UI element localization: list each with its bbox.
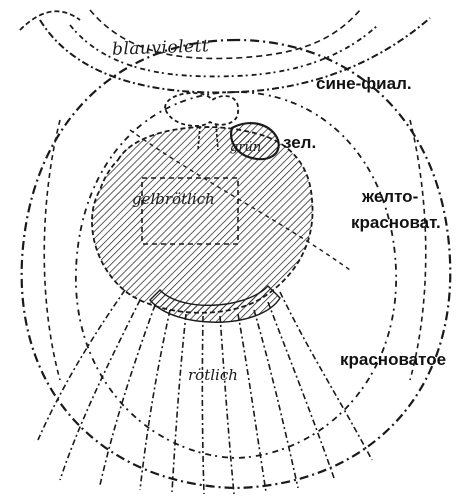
- sketch-label-green: grün: [230, 140, 261, 155]
- top-lobe: [165, 93, 238, 126]
- left-side-line: [44, 120, 60, 380]
- translation-yellow-reddish-line1: желто-: [362, 187, 418, 207]
- translation-yellow-reddish-line2: красноват.: [351, 213, 441, 233]
- sketch-label-blue-violet: blauviolett: [112, 36, 210, 59]
- translation-green: зел.: [283, 133, 316, 153]
- right-side-line: [410, 120, 426, 380]
- sketch-label-yellow-reddish: gelbrötlich: [132, 190, 215, 208]
- yellow-reddish-blob: [92, 127, 313, 313]
- translation-reddish: красноватое: [340, 350, 446, 370]
- sketch-label-reddish: rötlich: [188, 366, 238, 384]
- translation-blue-violet: сине-фиал.: [316, 74, 412, 94]
